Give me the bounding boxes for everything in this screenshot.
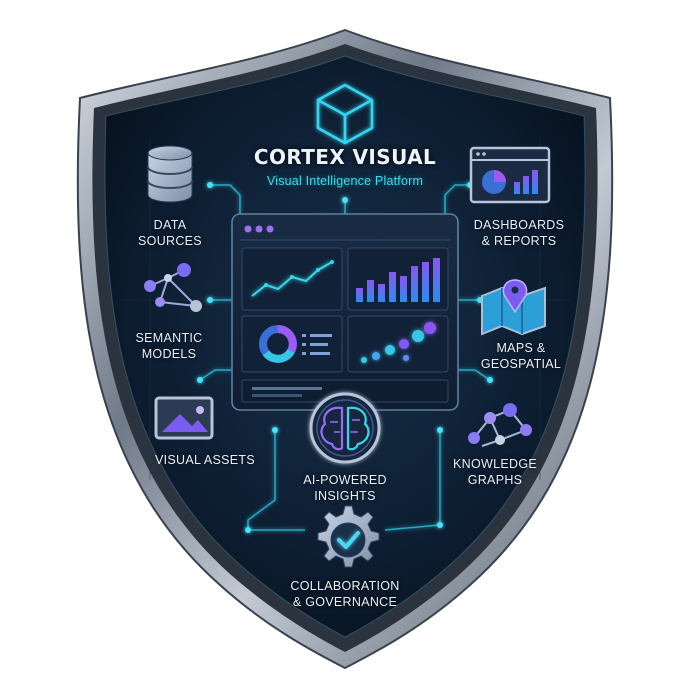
feature-label: & REPORTS — [481, 234, 557, 248]
feature-semantic-models: SEMANTIC MODELS — [114, 330, 224, 362]
feature-knowledge-graphs: KNOWLEDGE GRAPHS — [440, 456, 550, 488]
feature-data-sources: DATA SOURCES — [120, 217, 220, 249]
cube-icon — [316, 83, 374, 145]
feature-label: & GOVERNANCE — [292, 595, 398, 609]
feature-collab-governance: COLLABORATION & GOVERNANCE — [280, 578, 410, 610]
platform-subtitle: Visual Intelligence Platform — [266, 174, 424, 188]
feature-visual-assets: VISUAL ASSETS — [140, 452, 270, 468]
feature-label: INSIGHTS — [314, 489, 376, 503]
brain-chip-icon — [309, 392, 381, 464]
feature-label: COLLABORATION — [290, 579, 400, 593]
feature-maps-geospatial: MAPS & GEOSPATIAL — [466, 340, 576, 372]
gear-check-icon — [317, 505, 380, 568]
feature-label: GEOSPATIAL — [480, 357, 562, 371]
map-pin-icon — [481, 279, 546, 336]
feature-label: VISUAL ASSETS — [154, 453, 255, 467]
database-icon — [147, 145, 193, 203]
browser-chart-icon — [469, 146, 551, 204]
feature-dashboards-reports: DASHBOARDS & REPORTS — [459, 217, 579, 249]
feature-label: SOURCES — [138, 234, 202, 248]
feature-label: MODELS — [141, 347, 197, 361]
platform-title: CORTEX VISUAL — [253, 145, 437, 169]
feature-label: KNOWLEDGE — [453, 457, 537, 471]
feature-label: AI-POWERED — [303, 473, 387, 487]
feature-label: SEMANTIC — [135, 331, 203, 345]
graph-icon — [468, 403, 532, 447]
feature-label: GRAPHS — [467, 473, 523, 487]
node-network-icon — [144, 263, 202, 312]
dashboard-window — [231, 213, 459, 411]
feature-label: DATA — [153, 218, 187, 232]
image-icon — [154, 396, 214, 440]
feature-ai-insights: AI-POWERED INSIGHTS — [295, 472, 395, 504]
feature-label: MAPS & — [496, 341, 546, 355]
feature-label: DASHBOARDS — [473, 218, 565, 232]
